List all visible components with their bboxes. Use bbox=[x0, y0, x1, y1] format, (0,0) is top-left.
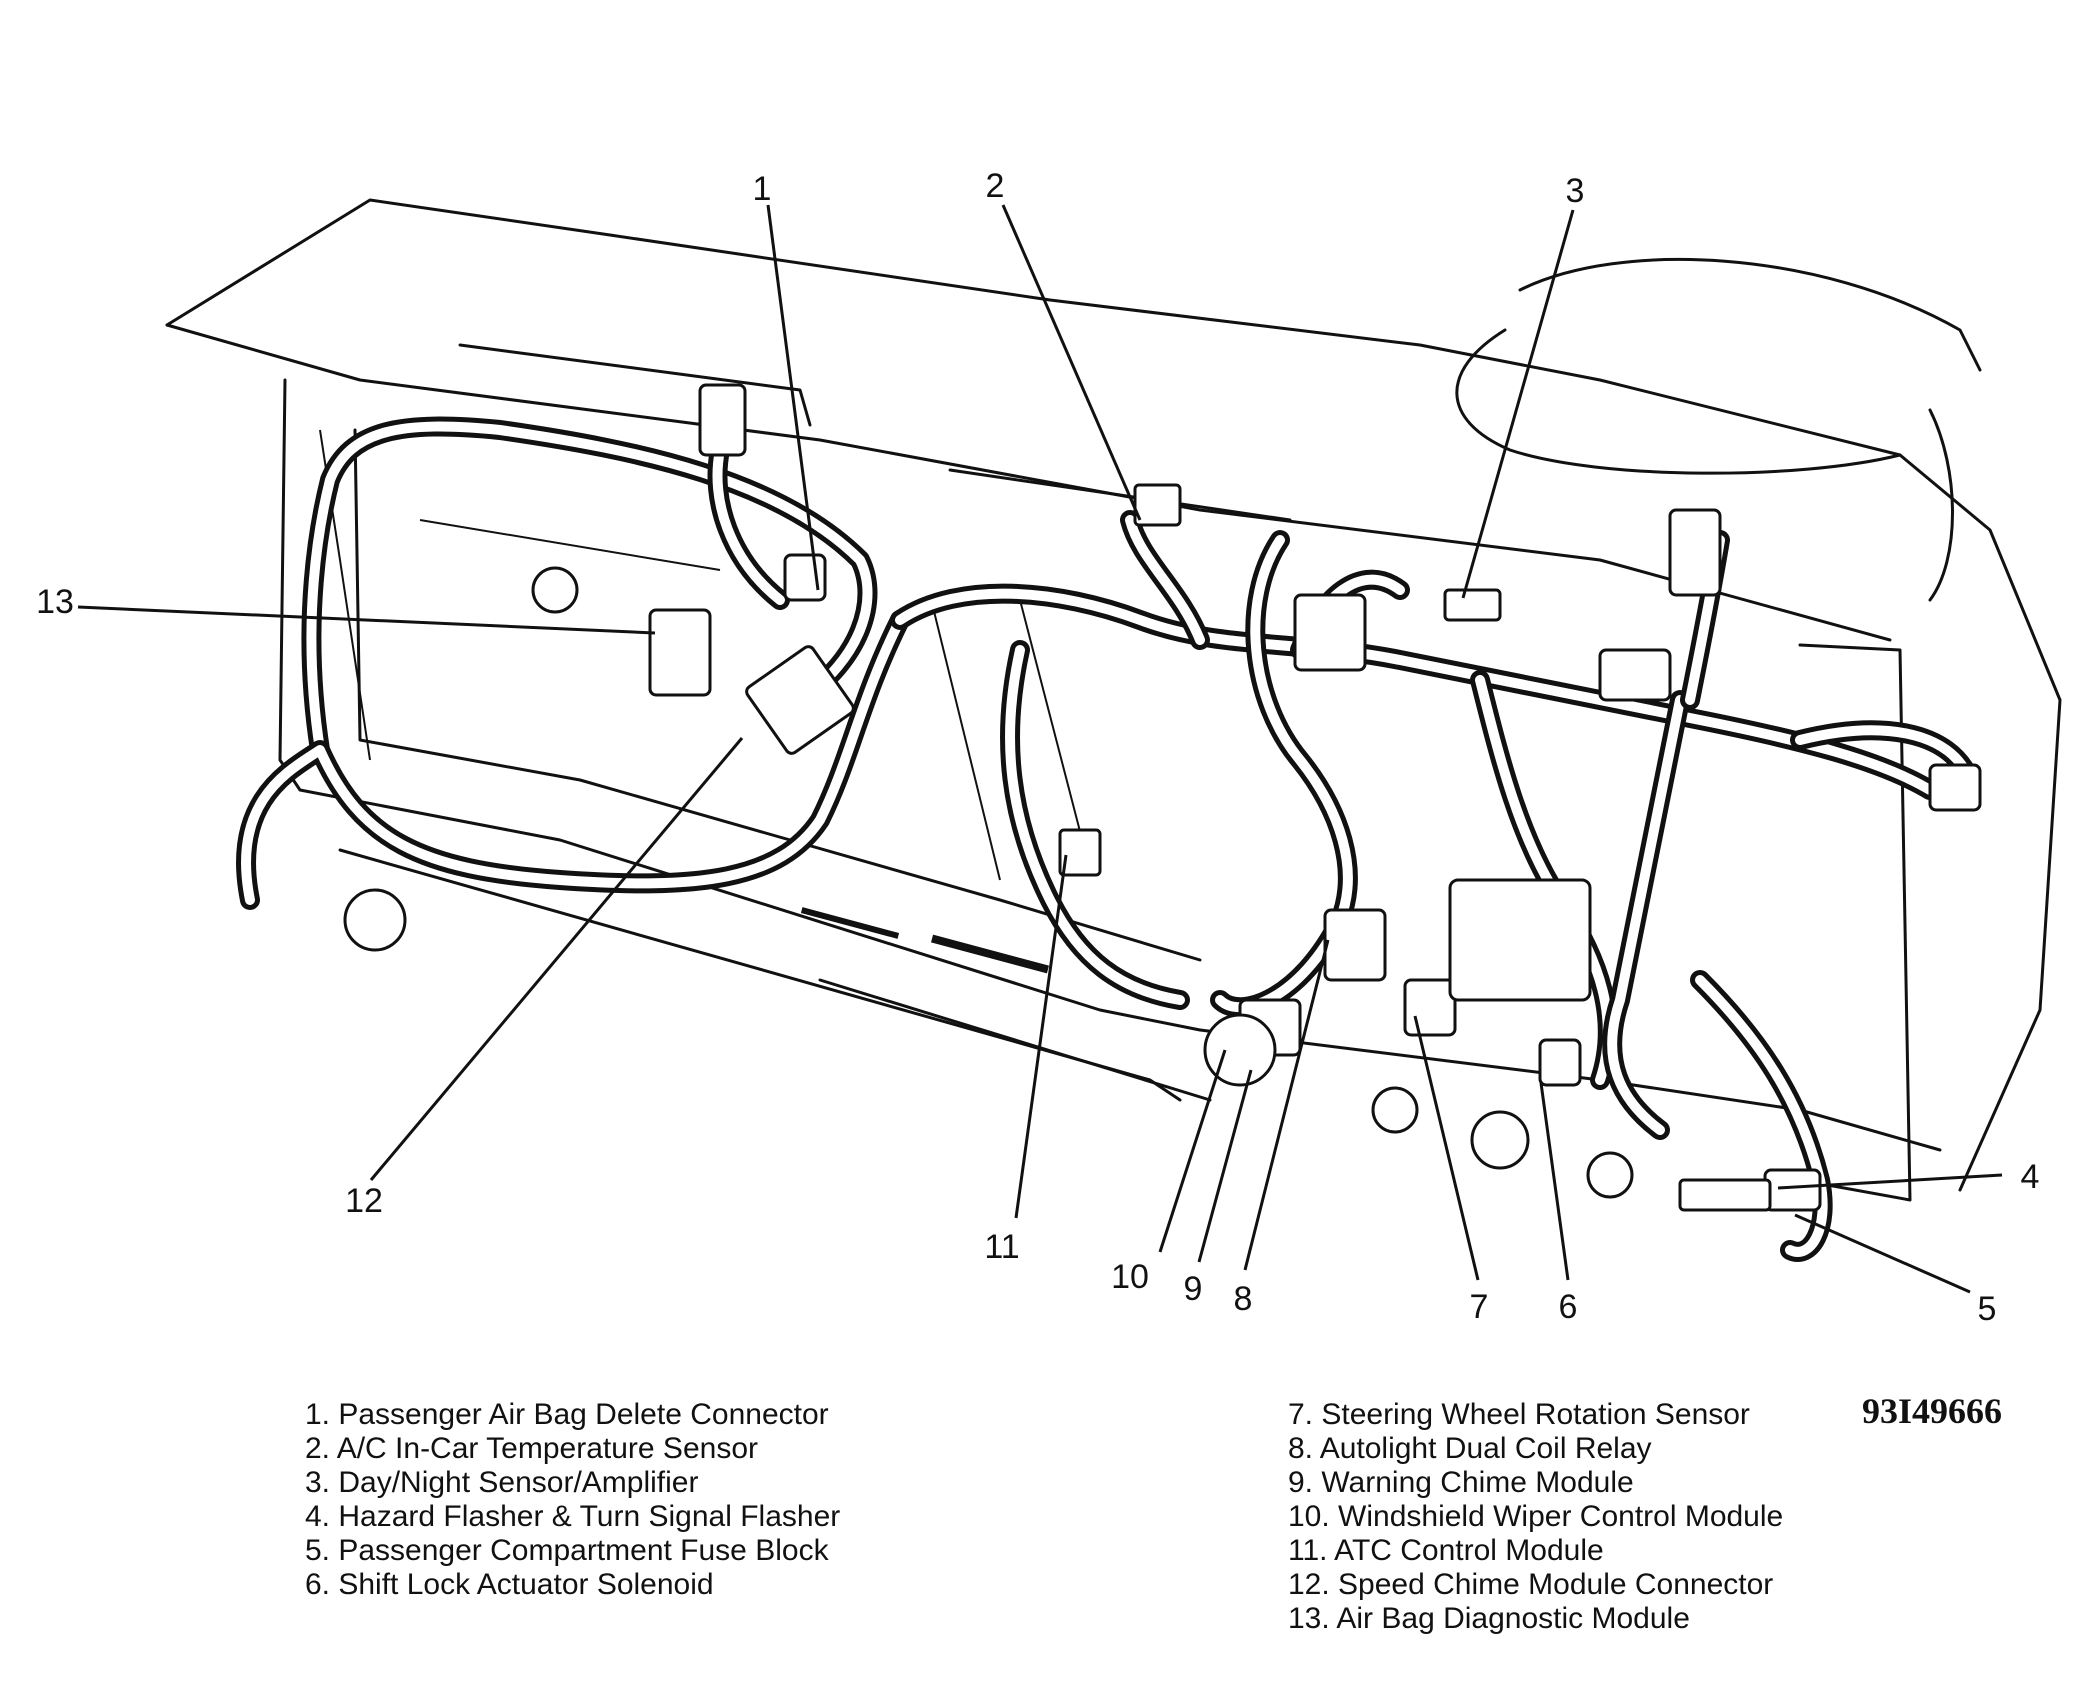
callout-6: 6 bbox=[1559, 1288, 1578, 1326]
legend-item-4: 4. Hazard Flasher & Turn Signal Flasher bbox=[305, 1500, 841, 1533]
warning-chime-module bbox=[1203, 1013, 1277, 1087]
relay-block-right bbox=[1598, 648, 1672, 702]
dashboard-outline bbox=[165, 198, 2062, 1202]
components bbox=[343, 383, 1982, 1212]
legend-item-10: 10. Windshield Wiper Control Module bbox=[1288, 1500, 1784, 1533]
passenger-compartment-fuse-block bbox=[1678, 1178, 1772, 1212]
hazard-flasher bbox=[1763, 1168, 1822, 1212]
shift-lock-actuator-solenoid bbox=[1538, 1038, 1582, 1087]
bulb-socket-right bbox=[1586, 1151, 1634, 1199]
air-bag-diagnostic-module bbox=[648, 608, 712, 697]
leader-7 bbox=[1413, 1015, 1480, 1281]
connector-top-left bbox=[698, 383, 747, 457]
callout-7: 7 bbox=[1470, 1288, 1489, 1326]
legend-item-13: 13. Air Bag Diagnostic Module bbox=[1288, 1602, 1690, 1635]
atc-control-module bbox=[1058, 828, 1102, 877]
bulb-socket-center bbox=[1371, 1086, 1419, 1134]
side-connector bbox=[1928, 763, 1982, 812]
bulb-socket-upper bbox=[531, 566, 579, 614]
callout-3: 3 bbox=[1566, 172, 1585, 210]
callout-numbers: 1 2 3 4 5 6 7 8 9 10 11 12 13 bbox=[36, 167, 2039, 1328]
bulb-socket-lower bbox=[1470, 1110, 1530, 1170]
speed-chime-module-connector bbox=[745, 645, 855, 755]
vent-slot bbox=[931, 934, 1049, 974]
callout-9: 9 bbox=[1184, 1270, 1203, 1308]
legend-item-6: 6. Shift Lock Actuator Solenoid bbox=[305, 1568, 714, 1601]
callout-5: 5 bbox=[1978, 1290, 1997, 1328]
legend-item-2: 2. A/C In-Car Temperature Sensor bbox=[305, 1432, 758, 1465]
leader-10 bbox=[1158, 1049, 1227, 1253]
vent-panel bbox=[1448, 878, 1592, 1002]
day-night-sensor-amplifier bbox=[1443, 588, 1502, 622]
leader-4 bbox=[1777, 1173, 2003, 1190]
callout-1: 1 bbox=[753, 170, 772, 208]
legend-right: 7. Steering Wheel Rotation Sensor 8. Aut… bbox=[1288, 1398, 1783, 1636]
a-c-in-car-temperature-sensor bbox=[1133, 483, 1182, 527]
leader-13 bbox=[77, 605, 656, 635]
legend-item-1: 1. Passenger Air Bag Delete Connector bbox=[305, 1398, 829, 1431]
autolight-dual-coil-relay bbox=[1323, 908, 1387, 982]
legend-item-7: 7. Steering Wheel Rotation Sensor bbox=[1288, 1398, 1750, 1431]
legend-item-8: 8. Autolight Dual Coil Relay bbox=[1288, 1432, 1652, 1465]
leader-5 bbox=[1794, 1213, 1971, 1294]
callout-13: 13 bbox=[36, 583, 74, 621]
callout-4: 4 bbox=[2021, 1158, 2040, 1196]
leader-1 bbox=[766, 204, 820, 591]
leader-11 bbox=[1014, 854, 1068, 1219]
callout-11: 11 bbox=[984, 1228, 1019, 1266]
legend-item-5: 5. Passenger Compartment Fuse Block bbox=[305, 1534, 829, 1567]
leader-3 bbox=[1461, 209, 1575, 599]
vent-slot-2 bbox=[800, 907, 900, 939]
leader-6 bbox=[1539, 1082, 1570, 1281]
relay-block-center bbox=[1293, 593, 1367, 672]
steering-wheel-rotation-sensor bbox=[1403, 978, 1457, 1037]
legend-item-12: 12. Speed Chime Module Connector bbox=[1288, 1568, 1774, 1601]
leader-9 bbox=[1197, 1069, 1253, 1263]
legend-item-11: 11. ATC Control Module bbox=[1288, 1534, 1604, 1567]
legend-item-9: 9. Warning Chime Module bbox=[1288, 1466, 1634, 1499]
legend-item-3: 3. Day/Night Sensor/Amplifier bbox=[305, 1466, 699, 1499]
legend-left: 1. Passenger Air Bag Delete Connector 2.… bbox=[305, 1398, 840, 1602]
bulb-socket-left bbox=[343, 888, 407, 952]
callout-10: 10 bbox=[1111, 1258, 1149, 1296]
callout-8: 8 bbox=[1234, 1280, 1253, 1318]
figure-code: 93I49666 bbox=[1862, 1391, 2003, 1431]
connector-top-right bbox=[1668, 508, 1722, 597]
leader-lines bbox=[77, 204, 2003, 1294]
leader-2 bbox=[1001, 204, 1142, 521]
leader-12 bbox=[369, 737, 744, 1181]
passenger-air-bag-delete-connector bbox=[783, 553, 827, 602]
leader-8 bbox=[1243, 939, 1330, 1271]
wiring-harness bbox=[236, 416, 1980, 1262]
callout-12: 12 bbox=[345, 1182, 383, 1220]
callout-2: 2 bbox=[986, 167, 1005, 205]
